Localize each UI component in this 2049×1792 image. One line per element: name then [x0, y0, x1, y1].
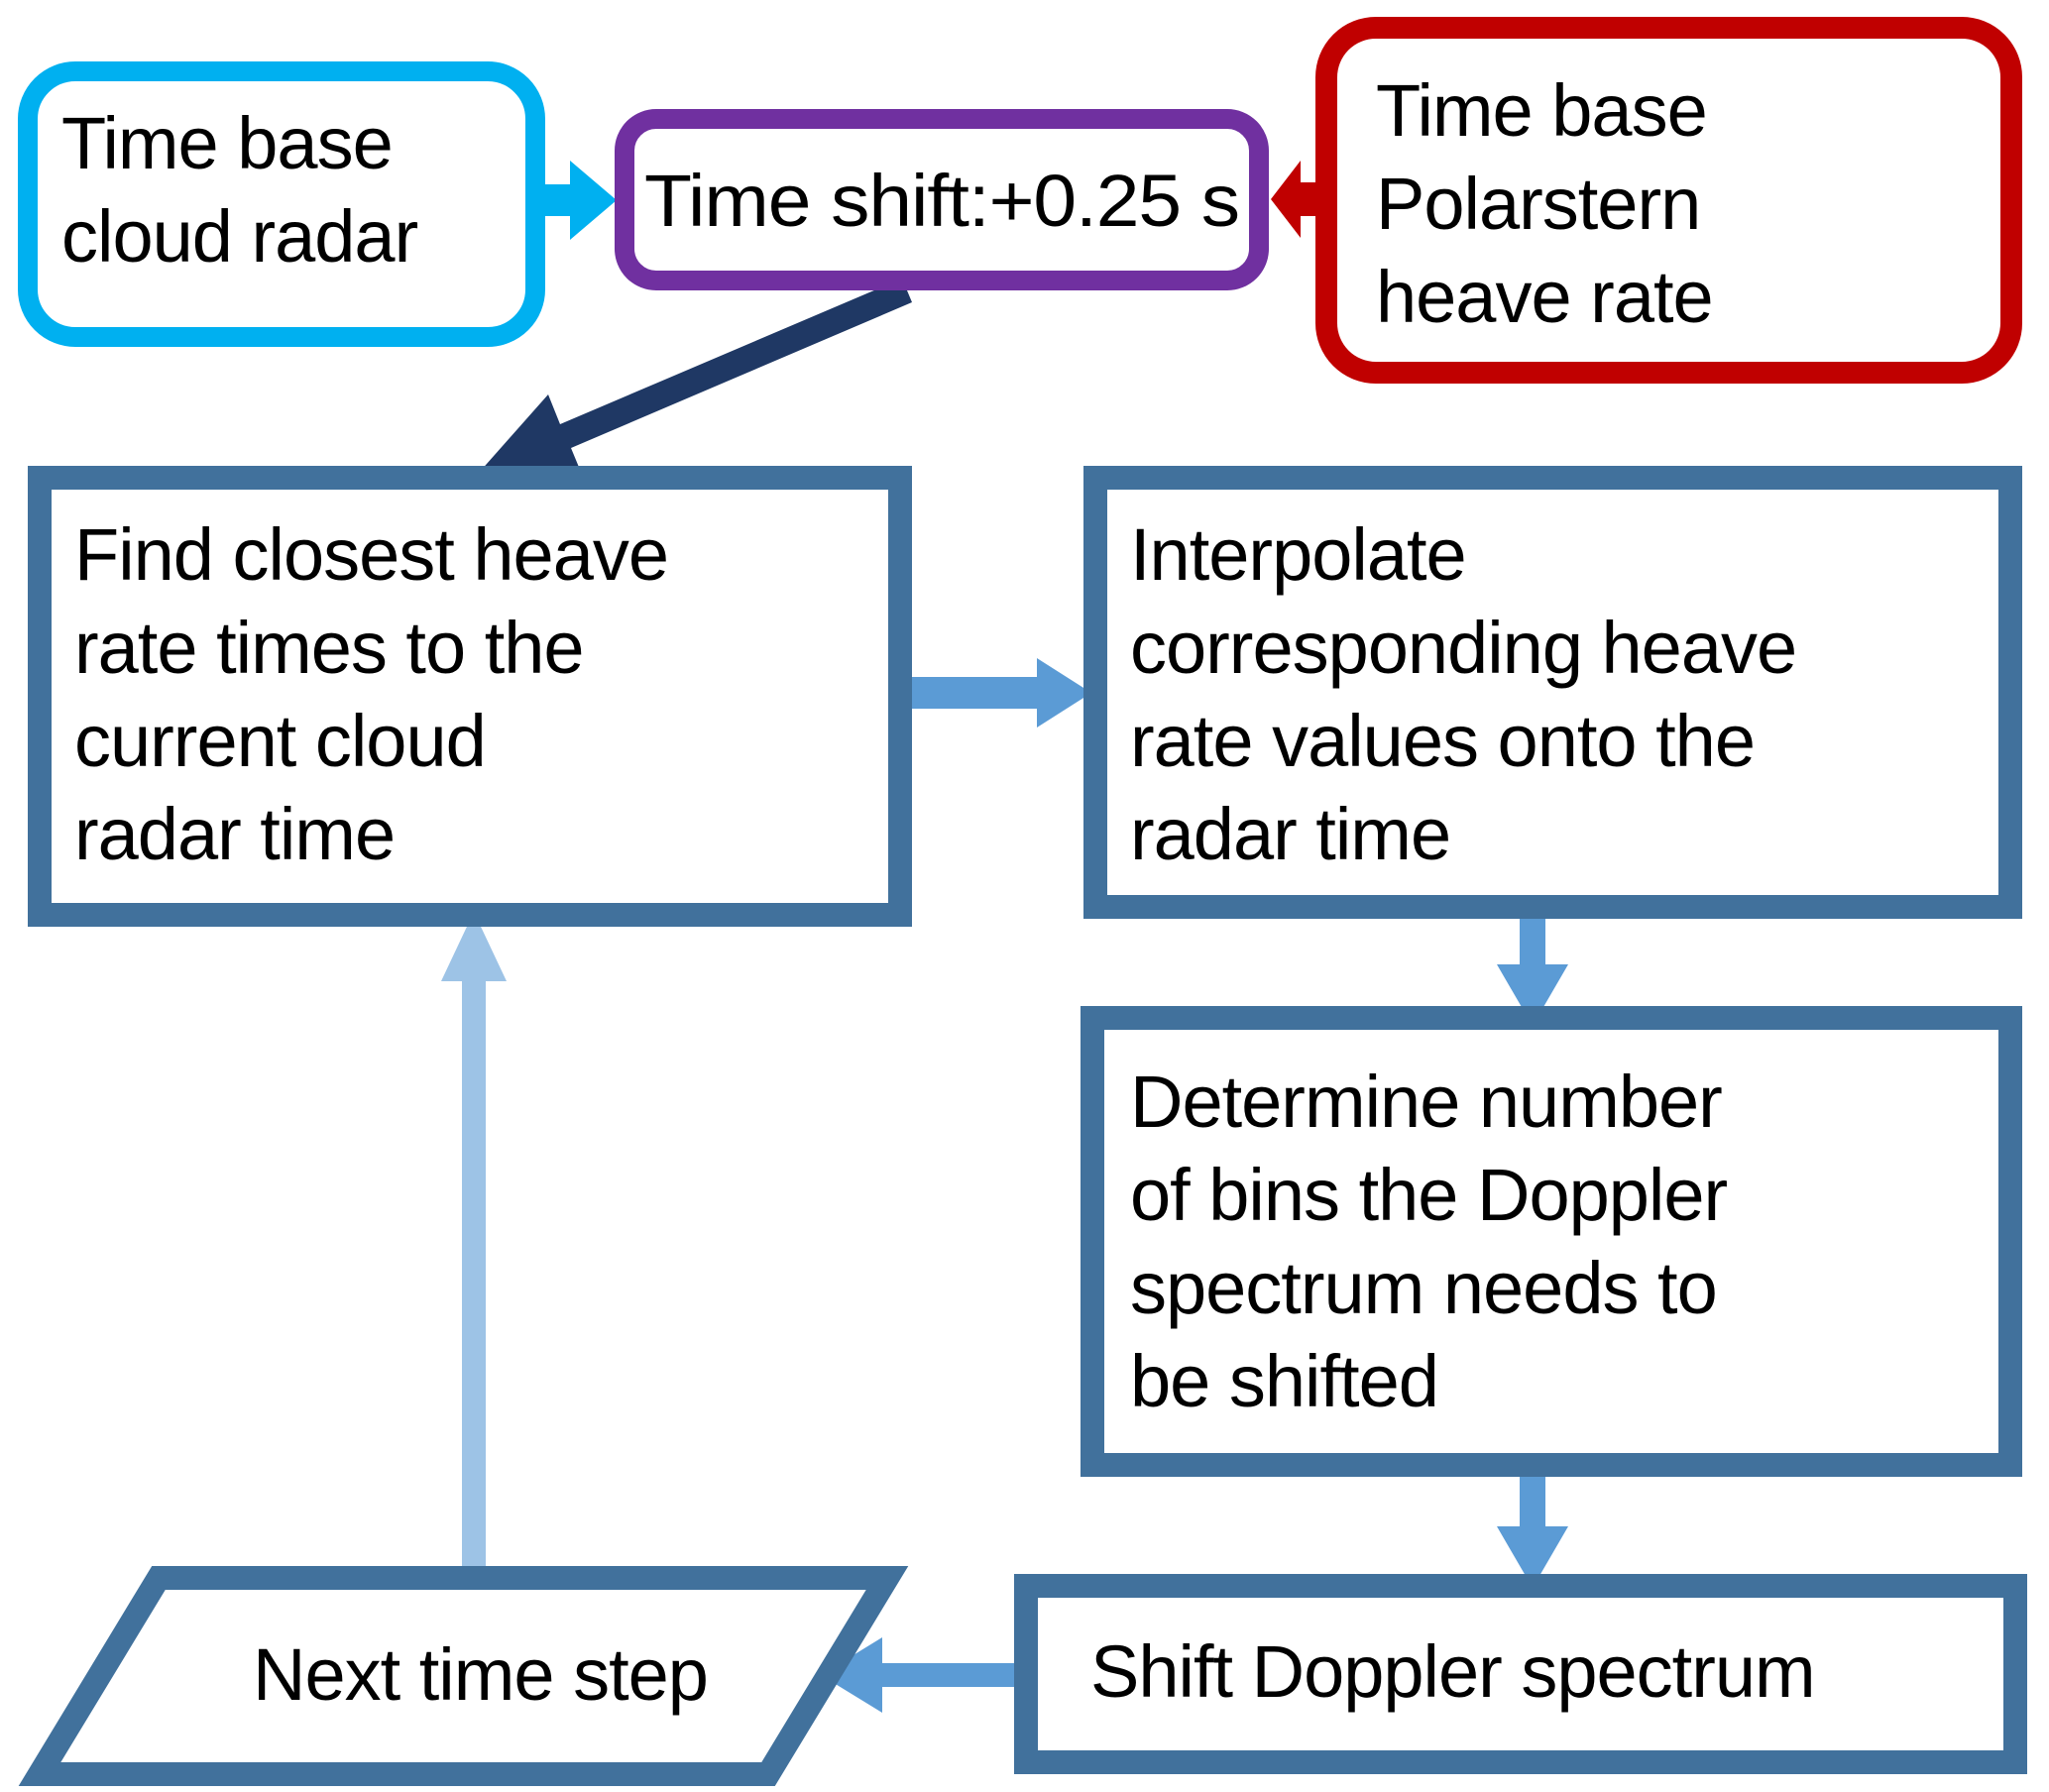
time-base-cloud-radar-box [18, 61, 545, 347]
arrow-shift-to-next-time-step [821, 1637, 1014, 1713]
interpolate-line-4: radar time [1130, 793, 1450, 875]
time-base-cloud-radar-line-2: cloud radar [61, 195, 418, 278]
find-closest-line-2: rate times to the [74, 607, 584, 689]
polarstern-heave-rate-box [1315, 17, 2022, 384]
find-closest-line-4: radar time [74, 793, 395, 875]
arrow-determine-to-shift [1497, 1472, 1568, 1588]
determine-bins-box [1081, 1006, 2022, 1477]
interpolate-line-3: rate values onto the [1130, 700, 1755, 782]
arrow-time-shift-to-find-closest [479, 279, 912, 477]
polarstern-line-3: heave rate [1376, 256, 1713, 338]
determine-bins-line-4: be shifted [1130, 1340, 1438, 1422]
determine-bins-line-2: of bins the Doppler [1130, 1154, 1728, 1236]
node-interpolate-heave-rate: Interpolate corresponding heave rate val… [1083, 466, 2022, 919]
polarstern-line-2: Polarstern [1376, 163, 1700, 245]
find-closest-line-1: Find closest heave [74, 513, 668, 596]
arrow-cloud-radar-to-time-shift [545, 161, 617, 240]
polarstern-line-1: Time base [1376, 69, 1707, 152]
node-find-closest-heave-rate: Find closest heave rate times to the cur… [28, 466, 912, 927]
find-closest-box [28, 466, 912, 927]
determine-bins-line-1: Determine number [1130, 1061, 1722, 1143]
shift-doppler-label: Shift Doppler spectrum [1090, 1630, 1815, 1713]
shift-doppler-box [1014, 1574, 2027, 1774]
arrow-polarstern-to-time-shift [1271, 161, 1328, 238]
arrow-interpolate-to-determine [1497, 917, 1568, 1026]
arrow-next-time-step-to-find-closest [441, 912, 507, 1578]
time-base-cloud-radar-line-1: Time base [61, 102, 393, 184]
node-next-time-step: Next time step [18, 1566, 909, 1786]
next-time-step-parallelogram [18, 1566, 909, 1786]
arrow-find-closest-to-interpolate [912, 658, 1091, 728]
determine-bins-line-3: spectrum needs to [1130, 1247, 1717, 1329]
next-time-step-label: Next time step [253, 1633, 708, 1716]
node-determine-bins: Determine number of bins the Doppler spe… [1081, 1006, 2022, 1477]
node-time-base-cloud-radar: Time base cloud radar [18, 61, 545, 347]
interpolate-line-1: Interpolate [1130, 513, 1466, 596]
node-time-shift: Time shift:+0.25 s [615, 109, 1269, 290]
time-shift-label: Time shift:+0.25 s [644, 160, 1239, 242]
find-closest-line-3: current cloud [74, 700, 486, 782]
node-shift-doppler-spectrum: Shift Doppler spectrum [1014, 1574, 2027, 1774]
node-time-base-polarstern-heave-rate: Time base Polarstern heave rate [1315, 17, 2022, 384]
interpolate-box [1083, 466, 2022, 919]
interpolate-line-2: corresponding heave [1130, 607, 1796, 689]
time-shift-box [615, 109, 1269, 290]
